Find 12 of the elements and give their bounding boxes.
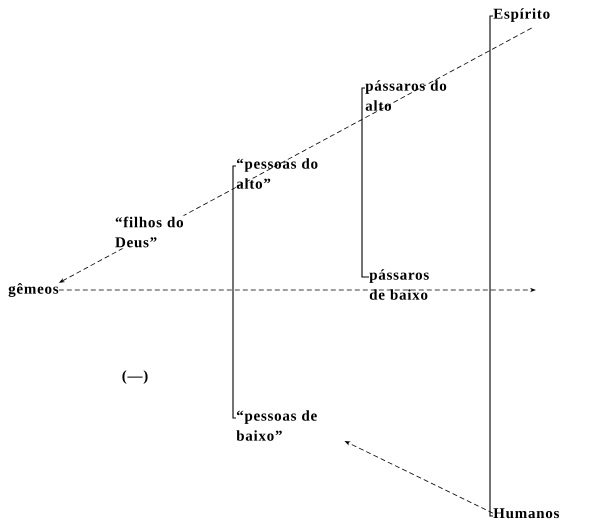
text-label: Humanos: [493, 508, 560, 518]
bracket: [232, 165, 236, 419]
sign-label: (—): [122, 370, 148, 384]
text-label: Espírito: [493, 8, 550, 22]
text-label: pássaros de baixo: [369, 269, 429, 300]
bracket: [489, 15, 494, 517]
bracket: [361, 87, 369, 278]
text-label: “pessoas do alto”: [236, 158, 318, 189]
text-label: “pessoas de baixo”: [236, 410, 317, 441]
text-label: pássaros do alto: [365, 80, 446, 111]
text-label: gêmeos: [8, 283, 58, 297]
edge-label: “filhos do Deus”: [114, 216, 186, 248]
